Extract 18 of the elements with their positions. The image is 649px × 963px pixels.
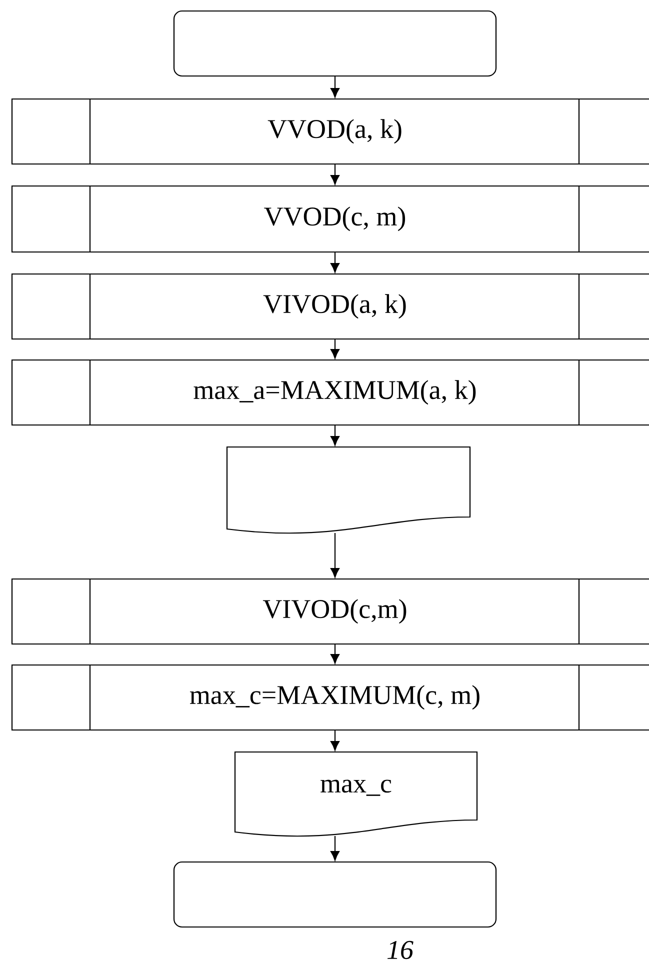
- arrow: [330, 836, 340, 861]
- predefined-process-box: max_c=MAXIMUM(c, m): [11, 664, 649, 731]
- predefined-process-box: max_a=MAXIMUM(a, k): [11, 359, 649, 426]
- predefined-process-box: VVOD(a, k): [11, 98, 649, 165]
- terminator-box: [173, 10, 497, 77]
- arrow: [330, 76, 340, 98]
- arrow: [330, 730, 340, 751]
- predefined-process-box: VIVOD(a, k): [11, 273, 649, 340]
- arrow: [330, 164, 340, 185]
- terminator-box: [173, 861, 497, 928]
- arrow: [330, 425, 340, 446]
- arrow: [330, 533, 340, 578]
- predefined-process-box: VIVOD(c,m): [11, 578, 649, 645]
- arrow: [330, 644, 340, 664]
- predefined-process-box: VVOD(c, m): [11, 185, 649, 253]
- arrow: [330, 339, 340, 359]
- arrow: [330, 252, 340, 273]
- document-shape: [226, 446, 471, 534]
